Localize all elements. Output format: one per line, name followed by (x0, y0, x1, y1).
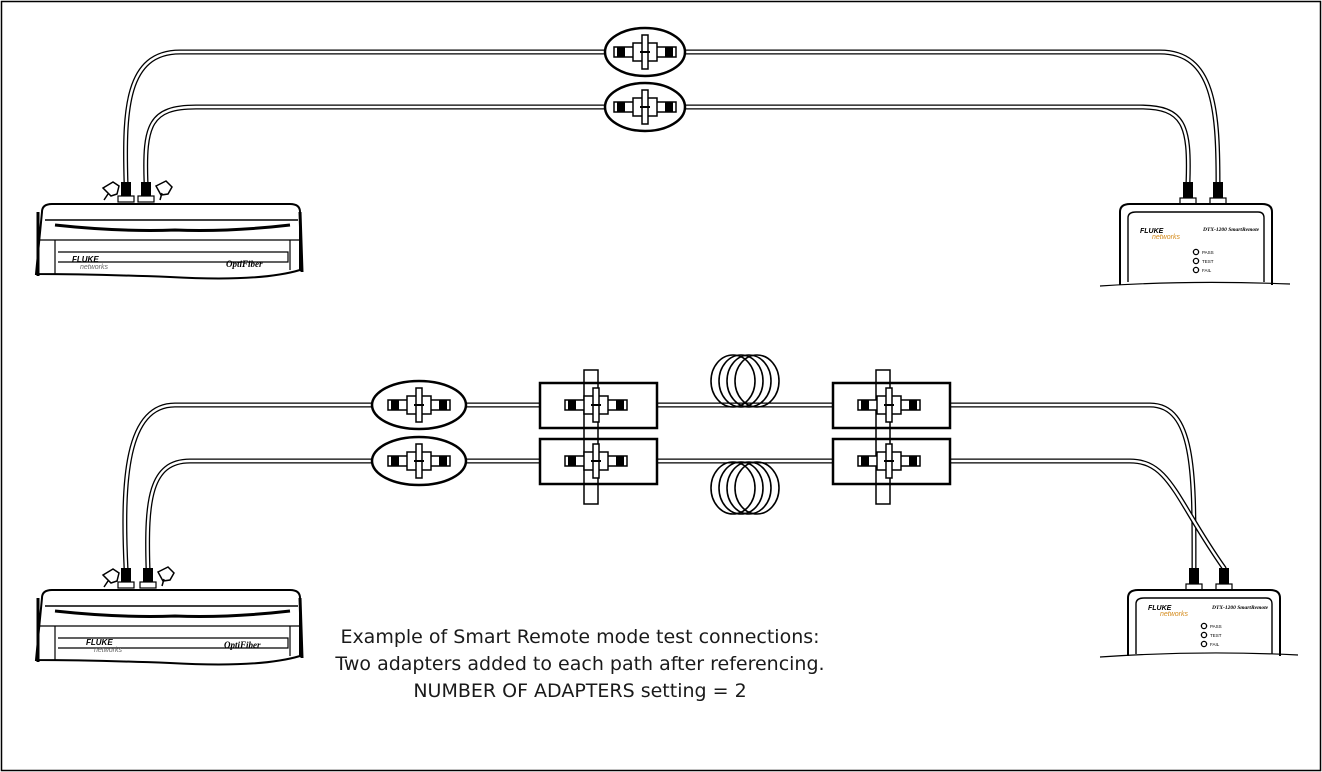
led-test-icon (1192, 257, 1200, 265)
main-unit-brand-sub-2: networks (94, 647, 123, 654)
dust-cap-icon (101, 181, 120, 201)
fiber-spool-top-icon (710, 354, 780, 408)
led-fail-icon (1192, 266, 1200, 274)
caption-line-2: Two adapters added to each path after re… (335, 653, 825, 675)
remote-unit-dtx: FLUKE networks DTX-1200 SmartRemote PASS… (1099, 182, 1291, 287)
led-pass-label-2: PASS (1210, 624, 1222, 629)
remote-unit-model-2: DTX-1200 SmartRemote (1211, 605, 1269, 611)
diagram-caption: Example of Smart Remote mode test connec… (330, 624, 830, 705)
remote-unit-brand-sub: networks (1152, 234, 1181, 241)
fiber-spool-bottom-icon (710, 461, 780, 515)
main-unit-brand-2: FLUKE (86, 638, 113, 647)
remote-unit-brand-sub-2: networks (1160, 611, 1189, 618)
remote-unit-model: DTX-1200 SmartRemote (1202, 227, 1260, 233)
dust-cap-icon (101, 568, 120, 588)
led-fail-label: FAIL (1202, 268, 1212, 273)
added-adapter-oval-2 (370, 435, 468, 487)
dust-cap-icon (156, 566, 175, 587)
caption-line-3: NUMBER OF ADAPTERS setting = 2 (413, 680, 747, 702)
added-adapter-oval-1 (370, 379, 468, 431)
main-unit-model: OptiFiber (226, 259, 263, 269)
patch-panel-left (538, 369, 659, 505)
main-unit-model-2: OptiFiber (224, 640, 261, 650)
main-unit-optifiber-bottom: FLUKE networks OptiFiber (34, 566, 304, 666)
caption-line-1: Example of Smart Remote mode test connec… (340, 626, 820, 648)
dust-cap-icon (154, 180, 173, 201)
patch-panel-right (831, 369, 952, 505)
main-unit-optifiber: FLUKE networks OptiFiber (34, 180, 304, 280)
led-fail-icon (1200, 640, 1208, 648)
led-pass-icon (1192, 248, 1200, 256)
main-unit-brand-sub: networks (80, 264, 109, 271)
led-test-label: TEST (1202, 259, 1214, 264)
led-pass-icon (1200, 622, 1208, 630)
remote-unit-brand: FLUKE (1140, 228, 1164, 235)
led-test-icon (1200, 631, 1208, 639)
adapter-oval-1 (603, 26, 687, 78)
led-fail-label-2: FAIL (1210, 642, 1220, 647)
remote-unit-dtx-bottom: FLUKE networks DTX-1200 SmartRemote PASS… (1099, 568, 1299, 658)
bottom-setup: FLUKE networks OptiFiber FLUKE networks … (34, 354, 1299, 666)
led-pass-label: PASS (1202, 250, 1214, 255)
top-setup: FLUKE networks OptiFiber FLUKE networks … (34, 26, 1291, 287)
adapter-oval-2 (603, 81, 687, 133)
main-unit-brand: FLUKE (72, 255, 99, 264)
remote-unit-brand-2: FLUKE (1148, 605, 1172, 612)
led-test-label-2: TEST (1210, 633, 1222, 638)
